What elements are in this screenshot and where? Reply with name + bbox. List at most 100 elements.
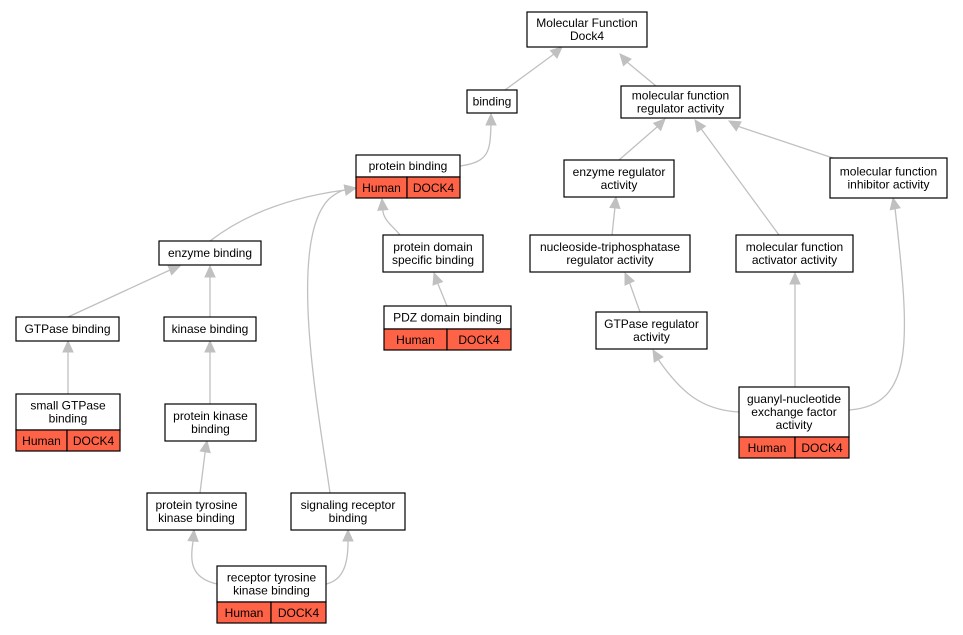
node-box <box>382 234 484 273</box>
arrowhead-icon <box>727 120 742 132</box>
arrowhead-icon <box>609 195 621 210</box>
edge-line <box>659 361 740 413</box>
arrowhead-icon <box>624 271 636 286</box>
edge-line <box>739 126 834 159</box>
node-label: activity <box>633 330 670 344</box>
annotation-species: Human <box>396 333 435 347</box>
annotation-species: Human <box>362 181 401 195</box>
annotation-gene: DOCK4 <box>278 606 320 620</box>
node-box <box>290 492 406 531</box>
node-box <box>738 386 850 438</box>
go-term-node-enzyme_binding[interactable]: enzyme binding <box>158 240 262 266</box>
node-label: kinase binding <box>233 584 310 598</box>
node-box <box>563 159 675 198</box>
edge-binding-to-root <box>504 46 563 91</box>
node-label: activity <box>601 178 638 192</box>
edge-line <box>611 206 616 236</box>
node-label: kinase binding <box>158 511 235 525</box>
arrowhead-icon <box>549 46 563 59</box>
node-label: GTPase binding <box>24 322 110 336</box>
node-label: exchange factor <box>751 405 836 419</box>
edge-small_gtpase-to-gtpase_binding <box>62 339 74 394</box>
edge-gtpase_reg-to-ntp_reg <box>624 271 641 313</box>
node-label: protein domain <box>393 240 472 254</box>
annotation-gene: DOCK4 <box>413 181 455 195</box>
node-box <box>216 565 327 603</box>
arrowhead-icon <box>889 196 901 211</box>
node-label: protein tyrosine <box>155 498 237 512</box>
edges-layer <box>62 46 906 585</box>
arrowhead-icon <box>204 339 216 353</box>
edge-mfaa-to-mfra <box>694 119 780 236</box>
node-label: inhibitor activity <box>847 178 929 192</box>
go-term-node-kinase_binding[interactable]: kinase binding <box>163 316 257 342</box>
edge-mfia-to-mfra <box>727 120 834 159</box>
node-box <box>595 311 708 350</box>
node-box <box>526 11 648 48</box>
arrowhead-icon <box>167 264 182 276</box>
arrowhead-icon <box>619 53 632 67</box>
edge-gnef-to-mfaa <box>789 271 801 387</box>
arrowhead-icon <box>789 271 801 285</box>
edge-line <box>382 211 401 236</box>
arrowhead-icon <box>694 119 707 133</box>
node-label: binding <box>329 511 368 525</box>
annotation-gene: DOCK4 <box>73 434 115 448</box>
edge-enzyme_reg-to-mfra <box>618 118 666 161</box>
node-box <box>163 316 257 342</box>
edge-enzyme_binding-to-protein_binding <box>209 184 358 242</box>
node-label: signaling receptor <box>301 498 396 512</box>
node-label: regulator activity <box>637 102 724 116</box>
edge-line <box>437 283 448 307</box>
annotation-gene: DOCK4 <box>801 441 843 455</box>
annotation-species: Human <box>748 441 787 455</box>
annotation-species: Human <box>22 434 61 448</box>
go-term-node-gtpase_binding[interactable]: GTPase binding <box>15 316 120 342</box>
node-label: Molecular Function <box>536 16 637 30</box>
edge-line <box>459 124 492 167</box>
arrowhead-icon <box>199 439 211 454</box>
edge-gnef-to-gtpase_reg <box>652 348 740 413</box>
node-box <box>829 157 948 199</box>
node-label: molecular function <box>632 89 729 103</box>
node-label: kinase binding <box>172 322 249 336</box>
annotation-gene-cell <box>794 436 850 459</box>
arrowhead-icon <box>62 339 74 353</box>
arrowhead-icon <box>343 184 358 196</box>
annotation-gene-cell <box>270 601 327 624</box>
edge-line <box>191 541 218 585</box>
annotation-gene-cell <box>446 328 512 351</box>
node-label: specific binding <box>392 253 474 267</box>
edge-pdz-to-pdsb <box>432 271 448 307</box>
arrowhead-icon <box>342 528 354 542</box>
node-label: PDZ domain binding <box>393 311 502 325</box>
node-box <box>620 85 741 119</box>
node-box <box>158 240 262 266</box>
edge-line <box>618 126 658 161</box>
go-term-node-binding[interactable]: binding <box>466 89 518 114</box>
edge-line <box>626 61 657 87</box>
arrowhead-icon <box>187 528 199 542</box>
node-label: GTPase regulator <box>604 317 699 331</box>
node-label: protein binding <box>369 159 448 173</box>
edge-line <box>629 283 641 313</box>
node-label: Dock4 <box>570 29 604 43</box>
edge-ntp_reg-to-enzyme_reg <box>609 195 621 236</box>
